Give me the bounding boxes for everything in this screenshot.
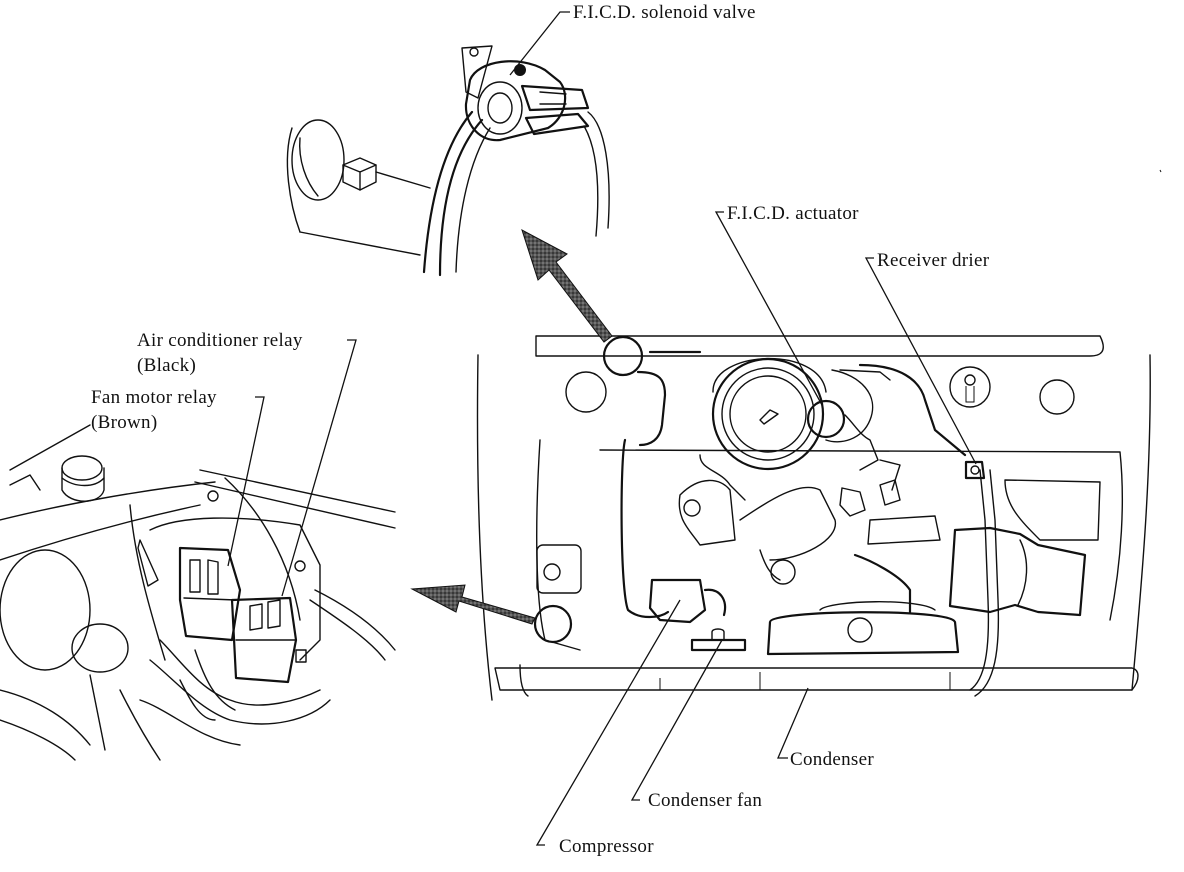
engine-bay-main	[476, 335, 1151, 701]
solenoid-valve-detail	[286, 45, 610, 277]
label-fan-relay: Fan motor relay	[91, 387, 217, 408]
label-ac-relay: Air conditioner relay	[137, 330, 303, 351]
label-ac-relay-color: (Black)	[137, 355, 196, 376]
label-condenser-fan: Condenser fan	[648, 790, 762, 811]
labels: F.I.C.D. solenoid valve F.I.C.D. actuato…	[91, 2, 990, 857]
label-condenser: Condenser	[790, 749, 874, 770]
scan-mark	[1159, 169, 1162, 173]
callout-arrows	[410, 228, 613, 625]
label-ficd-actuator: F.I.C.D. actuator	[727, 203, 859, 224]
label-fan-relay-color: (Brown)	[91, 412, 157, 433]
label-receiver-drier: Receiver drier	[877, 250, 990, 271]
label-compressor: Compressor	[559, 836, 654, 857]
leader-lines	[227, 11, 977, 846]
label-ficd-solenoid-valve: F.I.C.D. solenoid valve	[573, 2, 756, 23]
relay-detail	[0, 424, 396, 761]
